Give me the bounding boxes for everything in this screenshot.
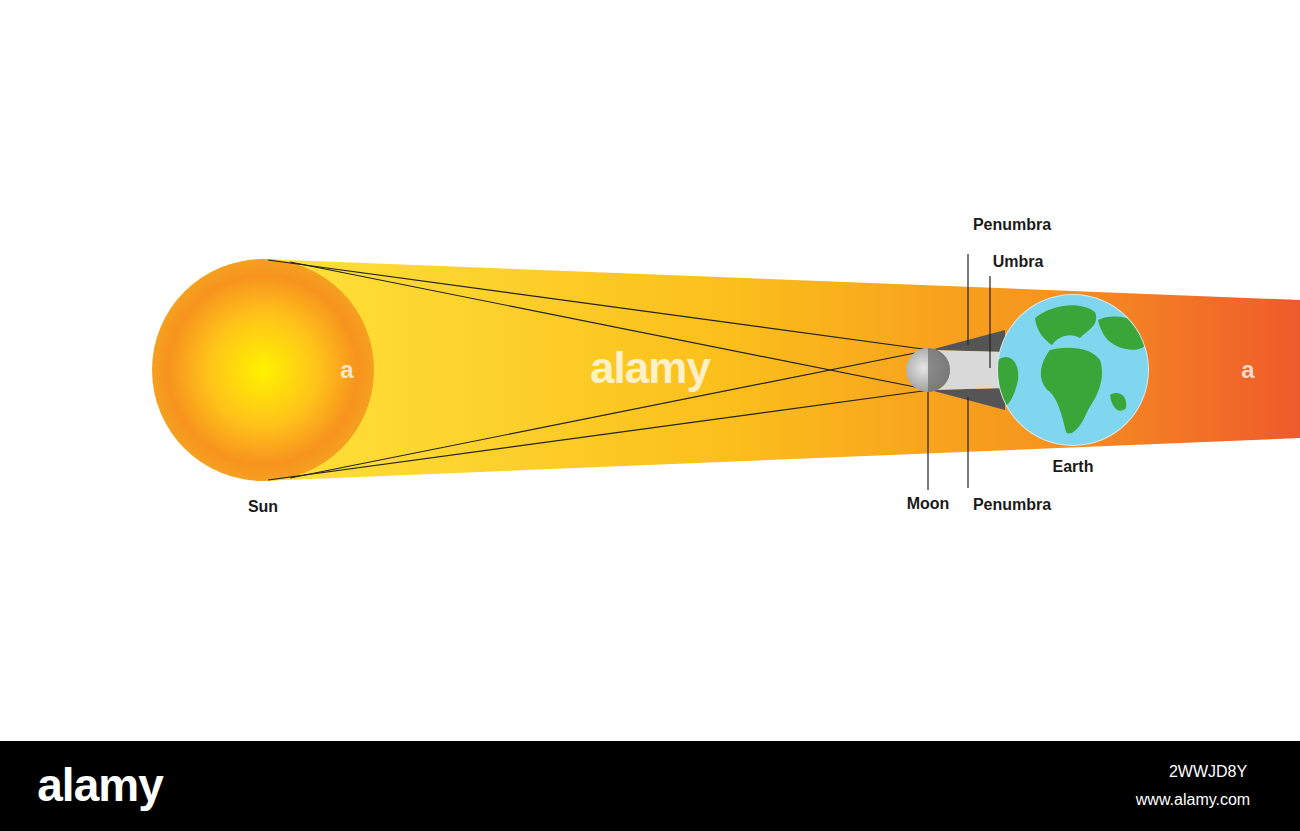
sun-disc <box>152 259 374 481</box>
moon-node: Moon <box>906 348 950 392</box>
watermark: a <box>1241 356 1254 384</box>
node-label: Sun <box>248 498 278 516</box>
ray-lines <box>268 260 930 480</box>
watermark: alamy <box>590 343 710 393</box>
footer-url: www.alamy.com <box>1136 791 1250 809</box>
moon-shade <box>928 348 950 392</box>
earth-node: Earth <box>998 295 1148 445</box>
footer-bar <box>0 741 1300 831</box>
watermark: a <box>340 356 353 384</box>
moon-disc <box>906 348 950 392</box>
earth-disc <box>998 295 1148 445</box>
region-label: Penumbra <box>973 216 1051 234</box>
region-label: Umbra <box>993 253 1044 271</box>
node-label: Earth <box>1053 458 1094 476</box>
earth-rim <box>997 294 1149 446</box>
node-label: Moon <box>907 495 950 513</box>
light-beam <box>263 259 1300 481</box>
footer-logo: alamy <box>37 758 162 812</box>
leader-lines <box>928 254 990 490</box>
continents <box>998 305 1150 433</box>
image-id: 2WWJD8Y <box>1169 763 1247 781</box>
region-label: Penumbra <box>973 496 1051 514</box>
